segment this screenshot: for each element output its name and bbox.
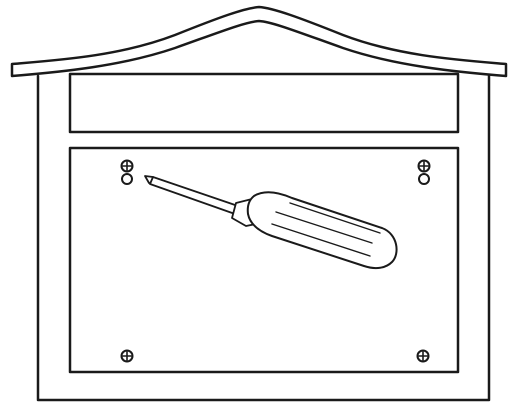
bottom-left-screw [120, 349, 134, 363]
name-plate-panel [68, 72, 460, 134]
front-panel [68, 146, 460, 374]
top-right-keyhole-screw [417, 159, 431, 185]
screwdriver-icon [144, 175, 398, 270]
top-left-keyhole-screw [120, 159, 134, 185]
bottom-right-screw [416, 349, 430, 363]
arched-roof [10, 5, 508, 78]
mailbox-frame [36, 74, 491, 402]
